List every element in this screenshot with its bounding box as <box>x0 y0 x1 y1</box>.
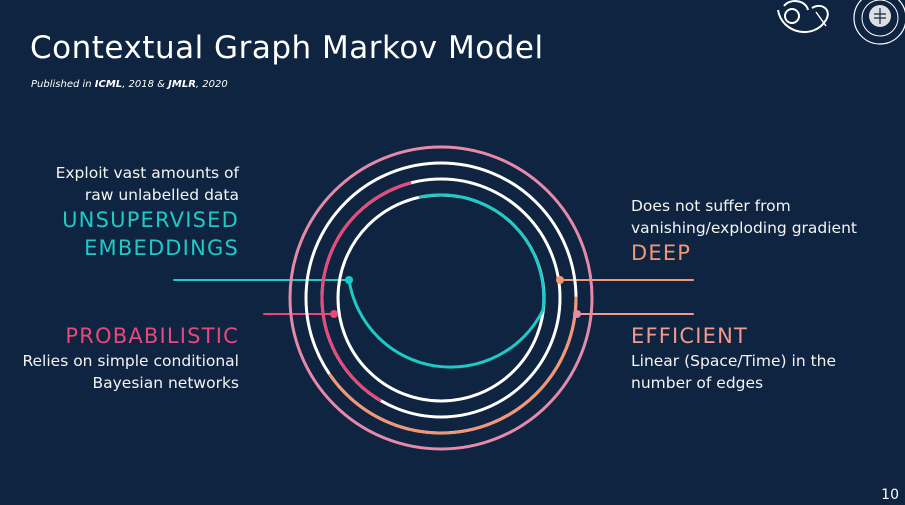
unsupervised-desc-line1: Exploit vast amounts of <box>55 164 239 182</box>
deep-desc-line1: Does not suffer from <box>631 197 791 215</box>
efficient-heading: EFFICIENT <box>631 324 749 348</box>
unsupervised-block: Exploit vast amounts of raw unlabelled d… <box>56 162 239 262</box>
probabilistic-block: PROBABILISTIC Relies on simple condition… <box>22 322 239 394</box>
unsupervised-heading-line2: EMBEDDINGS <box>84 236 239 260</box>
second-ring-orange-arc <box>328 296 578 435</box>
probabilistic-heading: PROBABILISTIC <box>65 324 239 348</box>
university-seal-icon <box>853 0 905 45</box>
second-ring <box>304 161 578 435</box>
unsupervised-dot <box>345 276 353 284</box>
efficient-block: EFFICIENT Linear (Space/Time) in the num… <box>631 322 836 394</box>
inner-ring-teal-arc <box>347 193 546 369</box>
probabilistic-desc-line1: Relies on simple conditional <box>22 352 239 370</box>
deep-heading: DEEP <box>631 241 692 265</box>
probabilistic-dot <box>330 310 338 318</box>
efficient-dot <box>573 310 581 318</box>
unsupervised-heading-line1: UNSUPERVISED <box>62 208 239 232</box>
efficient-desc-line1: Linear (Space/Time) in the <box>631 352 837 370</box>
outer-ring <box>288 145 594 451</box>
deep-desc-line2: vanishing/exploding gradient <box>631 219 857 237</box>
slide-subtitle: Published in ICML, 2018 & JMLR, 2020 <box>31 79 228 90</box>
slide-title: Contextual Graph Markov Model <box>30 30 544 66</box>
efficient-desc-line2: number of edges <box>631 374 764 392</box>
deep-block: Does not suffer from vanishing/exploding… <box>631 195 857 267</box>
deep-dot <box>556 276 564 284</box>
unsupervised-desc-line2: raw unlabelled data <box>84 186 239 204</box>
venue-jmlr: JMLR <box>168 79 196 90</box>
lab-logo-icon <box>777 0 829 33</box>
probabilistic-desc-line2: Bayesian networks <box>92 374 240 392</box>
page-number: 10 <box>881 487 899 503</box>
third-ring-pink-arc <box>320 181 412 402</box>
venue-icml: ICML <box>94 79 123 90</box>
